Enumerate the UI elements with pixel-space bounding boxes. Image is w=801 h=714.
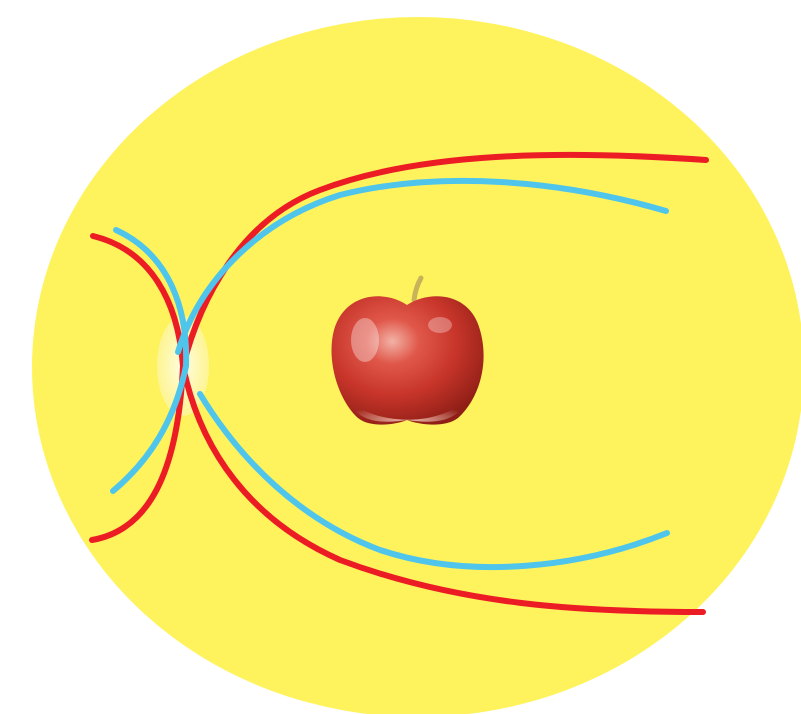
apple-highlight-2 [428,317,452,333]
apple-highlight [351,318,379,362]
